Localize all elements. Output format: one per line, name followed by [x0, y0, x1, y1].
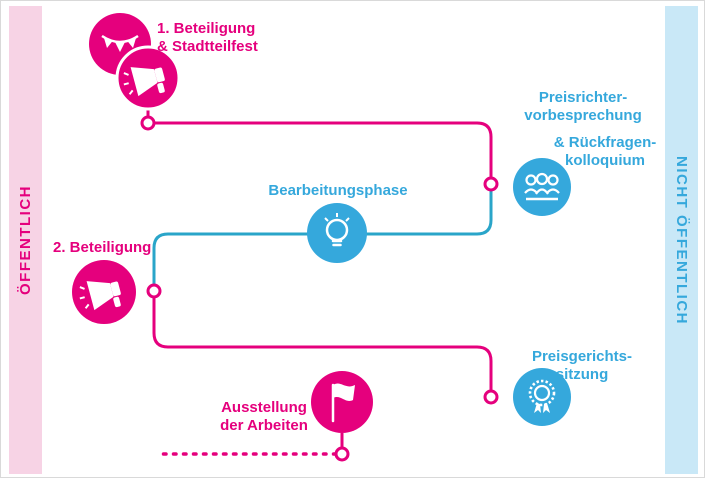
label-rueckfragenkolloquium: & Rückfragen- kolloquium — [553, 134, 657, 169]
megaphone-icon-step1 — [113, 43, 183, 118]
connector-node-2 — [483, 176, 499, 192]
label-bearbeitungsphase: Bearbeitungsphase — [268, 182, 408, 199]
band-nicht-oeffentlich-label: NICHT ÖFFENTLICH — [673, 155, 690, 325]
connector-node-4 — [483, 389, 499, 405]
label-preisrichtervorbesprechung: Preisrichter- vorbesprechung — [524, 89, 642, 124]
connector-node-3 — [146, 283, 162, 299]
flow-line-step1-to-jury — [154, 121, 493, 178]
jury-people-icon — [511, 156, 573, 223]
band-oeffentlich: ÖFFENTLICH — [9, 6, 42, 474]
label-beteiligung-1: 1. Beteiligung & Stadtteilfest — [157, 20, 258, 55]
band-nicht-oeffentlich: NICHT ÖFFENTLICH — [665, 6, 698, 474]
flow-line-beteiligung2-to-preisgericht — [152, 297, 493, 391]
label-ausstellung: Ausstellung der Arbeiten — [220, 399, 308, 434]
label-preisgerichtssitzung: Preisgerichts- sitzung — [531, 348, 633, 383]
connector-node-1 — [140, 115, 156, 131]
label-beteiligung-2: 2. Beteiligung — [53, 239, 152, 256]
megaphone-icon — [70, 258, 138, 331]
award-rosette-icon — [511, 366, 573, 433]
lightbulb-icon — [305, 201, 369, 270]
connector-node-5 — [334, 446, 350, 462]
flag-icon — [309, 369, 375, 440]
